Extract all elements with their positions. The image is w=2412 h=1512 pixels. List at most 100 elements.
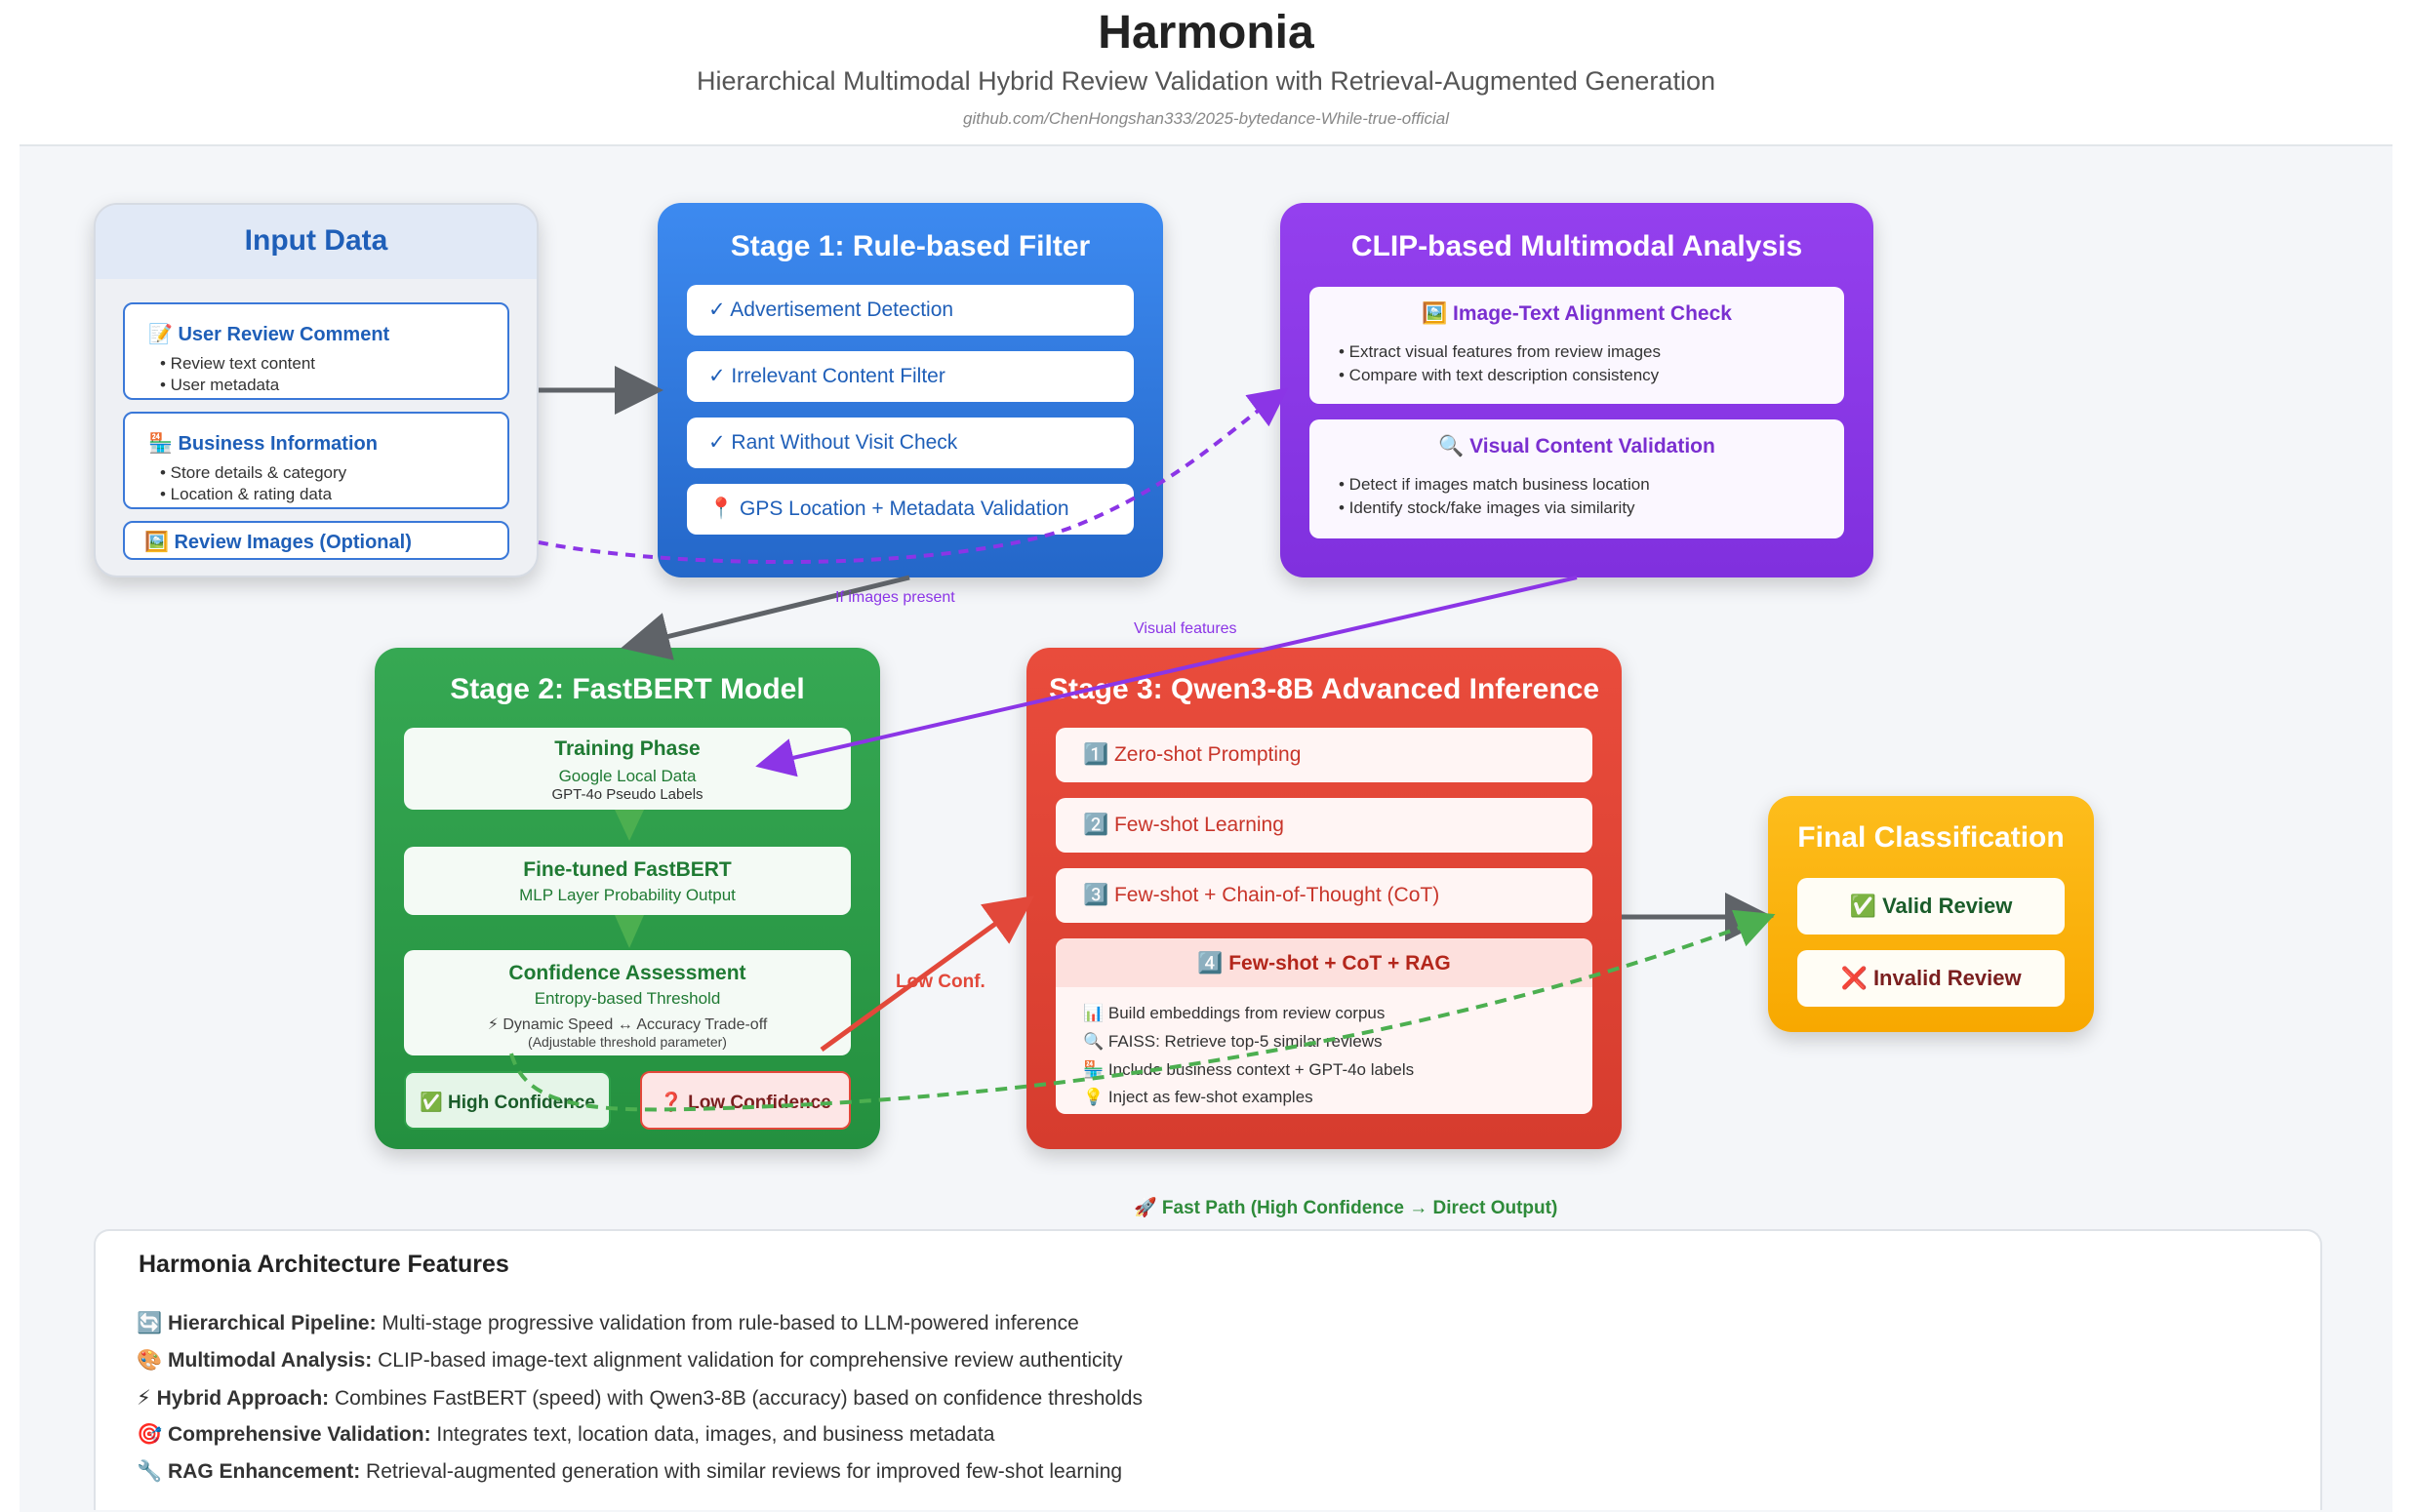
clip-box: CLIP-based Multimodal Analysis 🖼️ Image-… <box>1280 203 1873 577</box>
feature-comprehensive-name: Comprehensive Validation: <box>168 1423 431 1446</box>
header: Harmonia Hierarchical Multimodal Hybrid … <box>0 0 2412 144</box>
page-subtitle: Hierarchical Multimodal Hybrid Review Va… <box>697 66 1715 96</box>
invalid-review-card: ❌ Invalid Review <box>1797 950 2065 1007</box>
clip-title: CLIP-based Multimodal Analysis <box>1350 230 1803 262</box>
memo-icon: 📝 <box>148 324 173 345</box>
feature-hybrid-name: Hybrid Approach: <box>156 1387 330 1410</box>
features-title: Harmonia Architecture Features <box>139 1251 509 1278</box>
features-panel <box>94 1229 2322 1510</box>
rag-title: 4️⃣ Few-shot + CoT + RAG <box>1197 952 1451 975</box>
stage3-item-few-shot-label: 2️⃣ Few-shot Learning <box>1083 814 1284 836</box>
feature-hybrid-text: Combines FastBERT (speed) with Qwen3-8B … <box>329 1387 1143 1410</box>
user-review-bullet-2: • User metadata <box>160 376 280 394</box>
business-info-card: 🏪 Business Information • Store details &… <box>123 412 509 509</box>
stage3-item-zero-shot-label: 1️⃣ Zero-shot Prompting <box>1083 743 1302 766</box>
stage3-item-few-shot: 2️⃣ Few-shot Learning <box>1056 798 1592 853</box>
alignment-bullet-1: • Extract visual features from review im… <box>1339 342 1662 361</box>
stage2-title: Stage 2: FastBERT Model <box>450 673 805 705</box>
review-images-card: 🖼️ Review Images (Optional) <box>123 521 509 560</box>
stage3-box: Stage 3: Qwen3-8B Advanced Inference 1️⃣… <box>1026 648 1622 1149</box>
feature-hierarchical: 🔄 Hierarchical Pipeline: Multi-stage pro… <box>137 1312 1079 1335</box>
label-visual-features: Visual features <box>1134 620 1237 637</box>
feature-rag: 🔧 RAG Enhancement: Retrieval-augmented g… <box>137 1460 1122 1484</box>
stage1-item-gps-label: 📍 GPS Location + Metadata Validation <box>708 497 1069 520</box>
high-confidence-badge: ✅ High Confidence <box>404 1071 611 1130</box>
wrench-icon: 🔧 <box>137 1460 163 1483</box>
visual-bullet-2: • Identify stock/fake images via similar… <box>1339 498 1635 517</box>
feature-comprehensive: 🎯 Comprehensive Validation: Integrates t… <box>137 1423 994 1447</box>
training-phase-title: Training Phase <box>554 737 701 760</box>
input-data-title: Input Data <box>244 224 388 257</box>
page-title: Harmonia <box>1098 7 1314 59</box>
stage2-box: Stage 2: FastBERT Model Training Phase G… <box>375 648 880 1149</box>
stage1-item-irrelevant-label: ✓ Irrelevant Content Filter <box>708 365 945 387</box>
rag-bullet-4: 💡 Inject as few-shot examples <box>1083 1088 1313 1106</box>
image-icon: 🖼️ <box>1422 302 1448 325</box>
final-classification-box: Final Classification ✅ Valid Review ❌ In… <box>1768 796 2094 1032</box>
feature-comprehensive-text: Integrates text, location data, images, … <box>430 1423 995 1446</box>
review-images-title: Review Images (Optional) <box>174 532 412 553</box>
user-review-title: User Review Comment <box>178 324 390 345</box>
feature-multimodal-text: CLIP-based image-text alignment validati… <box>372 1349 1123 1372</box>
training-line-2: GPT-4o Pseudo Labels <box>551 786 704 803</box>
stage1-item-ad-label: ✓ Advertisement Detection <box>708 298 954 321</box>
final-title: Final Classification <box>1797 821 2065 854</box>
stage1-box: Stage 1: Rule-based Filter ✓ Advertiseme… <box>658 203 1163 577</box>
stage1-item-ad: ✓ Advertisement Detection <box>687 285 1134 336</box>
feature-multimodal: 🎨 Multimodal Analysis: CLIP-based image-… <box>137 1349 1122 1373</box>
confidence-card: Confidence Assessment Entropy-based Thre… <box>404 950 851 1055</box>
stage3-item-cot-label: 3️⃣ Few-shot + Chain-of-Thought (CoT) <box>1083 884 1440 906</box>
palette-icon: 🎨 <box>137 1349 163 1372</box>
finetuned-line-1: MLP Layer Probability Output <box>519 886 736 904</box>
training-phase-card: Training Phase Google Local Data GPT-4o … <box>404 728 851 810</box>
confidence-line-3: (Adjustable threshold parameter) <box>528 1034 727 1050</box>
stage3-title: Stage 3: Qwen3-8B Advanced Inference <box>1048 673 1600 705</box>
visual-content-title: Visual Content Validation <box>1469 435 1715 458</box>
stage1-item-gps: 📍 GPS Location + Metadata Validation <box>687 484 1134 535</box>
feature-hybrid: ⚡ Hybrid Approach: Combines FastBERT (sp… <box>137 1386 1143 1411</box>
image-text-alignment-card: 🖼️ Image-Text Alignment Check • Extract … <box>1309 287 1844 404</box>
repo-link[interactable]: github.com/ChenHongshan333/2025-bytedanc… <box>962 109 1449 128</box>
visual-content-card: 🔍 Visual Content Validation • Detect if … <box>1309 419 1844 538</box>
lightning-icon: ⚡ <box>137 1387 151 1410</box>
low-confidence-badge: ❓ Low Confidence <box>640 1071 851 1130</box>
high-confidence-label: ✅ High Confidence <box>420 1093 595 1113</box>
store-icon: 🏪 <box>148 433 173 455</box>
confidence-line-1: Entropy-based Threshold <box>534 989 721 1008</box>
finetuned-card: Fine-tuned FastBERT MLP Layer Probabilit… <box>404 847 851 915</box>
feature-multimodal-name: Multimodal Analysis: <box>168 1349 373 1372</box>
image-text-alignment-title: Image-Text Alignment Check <box>1453 302 1732 325</box>
input-data-box: Input Data 📝 User Review Comment • Revie… <box>94 203 539 577</box>
user-review-card: 📝 User Review Comment • Review text cont… <box>123 302 509 400</box>
low-confidence-label: ❓ Low Confidence <box>660 1093 831 1113</box>
refresh-icon: 🔄 <box>137 1312 163 1334</box>
confidence-title: Confidence Assessment <box>508 962 746 984</box>
target-icon: 🎯 <box>137 1423 163 1446</box>
confidence-line-2: ⚡ Dynamic Speed ↔ Accuracy Trade-off <box>487 1016 768 1033</box>
rag-bullet-1: 📊 Build embeddings from review corpus <box>1083 1004 1386 1022</box>
business-info-bullet-1: • Store details & category <box>160 463 347 482</box>
stage3-item-cot: 3️⃣ Few-shot + Chain-of-Thought (CoT) <box>1056 868 1592 923</box>
stage3-item-zero-shot: 1️⃣ Zero-shot Prompting <box>1056 728 1592 782</box>
label-if-images: If images present <box>835 589 955 606</box>
stage1-item-rant-label: ✓ Rant Without Visit Check <box>708 431 958 454</box>
image-icon: 🖼️ <box>144 532 169 553</box>
feature-hierarchical-name: Hierarchical Pipeline: <box>168 1312 377 1334</box>
feature-rag-text: Retrieval-augmented generation with simi… <box>360 1460 1123 1483</box>
label-fast-path: 🚀 Fast Path (High Confidence → Direct Ou… <box>1134 1198 1558 1218</box>
visual-bullet-1: • Detect if images match business locati… <box>1339 475 1650 494</box>
feature-rag-name: RAG Enhancement: <box>168 1460 361 1483</box>
user-review-bullet-1: • Review text content <box>160 354 316 373</box>
stage1-item-rant: ✓ Rant Without Visit Check <box>687 418 1134 468</box>
stage3-rag-card: 4️⃣ Few-shot + CoT + RAG 📊 Build embeddi… <box>1056 938 1592 1114</box>
training-line-1: Google Local Data <box>558 767 697 785</box>
label-low-conf: Low Conf. <box>896 972 985 992</box>
input-data-header <box>96 205 537 279</box>
alignment-bullet-2: • Compare with text description consiste… <box>1339 366 1660 384</box>
rag-bullet-2: 🔍 FAISS: Retrieve top-5 similar reviews <box>1083 1032 1383 1051</box>
valid-review-label: ✅ Valid Review <box>1849 894 2013 918</box>
magnifier-icon: 🔍 <box>1438 435 1465 458</box>
rag-bullet-3: 🏪 Include business context + GPT-4o labe… <box>1083 1060 1415 1079</box>
business-info-title: Business Information <box>178 433 378 455</box>
valid-review-card: ✅ Valid Review <box>1797 878 2065 935</box>
